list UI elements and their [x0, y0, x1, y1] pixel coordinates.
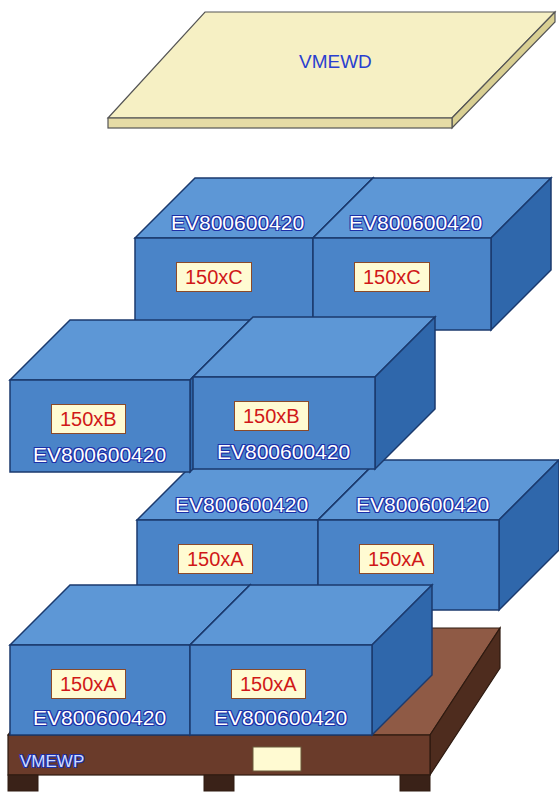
- quantity-tag: 150xB: [234, 401, 309, 431]
- carton-code: EV800600420: [171, 211, 304, 234]
- carton-box: EV800600420 150xB: [10, 380, 190, 472]
- carton-code: EV800600420: [33, 443, 166, 466]
- box-side-face: [499, 460, 559, 610]
- pallet-base: VMEWP: [8, 735, 430, 775]
- quantity-text: 150xA: [360, 545, 433, 573]
- carton-box: EV800600420150xC: [313, 238, 491, 330]
- pallet-foot: [204, 775, 234, 791]
- carton-code: EV800600420: [217, 440, 350, 463]
- carton-box: EV800600420 150xA: [10, 645, 190, 735]
- carton-box: EV800600420150xC: [135, 238, 313, 330]
- pallet-top-face: [8, 628, 500, 735]
- carton-code: EV800600420: [175, 493, 308, 516]
- lid-front-face: [108, 118, 452, 128]
- quantity-tag: 150xA: [231, 669, 306, 699]
- quantity-text: 150xC: [355, 263, 429, 291]
- box-front-face: [10, 380, 190, 472]
- pallet-lid: VMEWD: [105, 10, 557, 130]
- quantity-tag: 150xB: [51, 404, 126, 434]
- carton-code: EV800600420: [356, 493, 489, 516]
- carton-box: EV800600420 150xB: [193, 377, 375, 469]
- box-illustration: [313, 178, 551, 330]
- box-front-face: [10, 645, 190, 735]
- pallet-side-face: [430, 628, 500, 775]
- box-side-face: [491, 178, 551, 330]
- quantity-text: 150xC: [177, 263, 251, 291]
- pallet-code: VMEWP: [20, 753, 84, 772]
- lid-side-face: [452, 12, 555, 128]
- carton-code: EV800600420: [33, 706, 166, 729]
- pallet-foot: [400, 775, 430, 791]
- quantity-tag: 150xA: [359, 544, 434, 574]
- box-front-face: [193, 377, 375, 469]
- pallet-foot: [8, 775, 38, 791]
- carton-code: EV800600420: [214, 706, 347, 729]
- lid-top-face: [108, 12, 555, 118]
- quantity-tag: 150xA: [51, 669, 126, 699]
- quantity-text: 150xA: [232, 670, 305, 698]
- carton-box: EV800600420 150xA: [190, 645, 372, 735]
- quantity-tag: 150xC: [354, 262, 430, 292]
- box-front-face: [313, 238, 491, 330]
- quantity-text: 150xB: [52, 405, 125, 433]
- box-front-face: [135, 238, 313, 330]
- quantity-tag: 150xA: [178, 544, 253, 574]
- carton-code: EV800600420: [349, 211, 482, 234]
- quantity-text: 150xA: [52, 670, 125, 698]
- box-front-face: [190, 645, 372, 735]
- quantity-tag: 150xC: [176, 262, 252, 292]
- box-side-face: [375, 317, 435, 469]
- quantity-text: 150xB: [235, 402, 308, 430]
- pallet-front-face: [8, 735, 430, 775]
- lid-code: VMEWD: [299, 52, 372, 73]
- quantity-text: 150xA: [179, 545, 252, 573]
- pallet-label-plate: [253, 747, 301, 771]
